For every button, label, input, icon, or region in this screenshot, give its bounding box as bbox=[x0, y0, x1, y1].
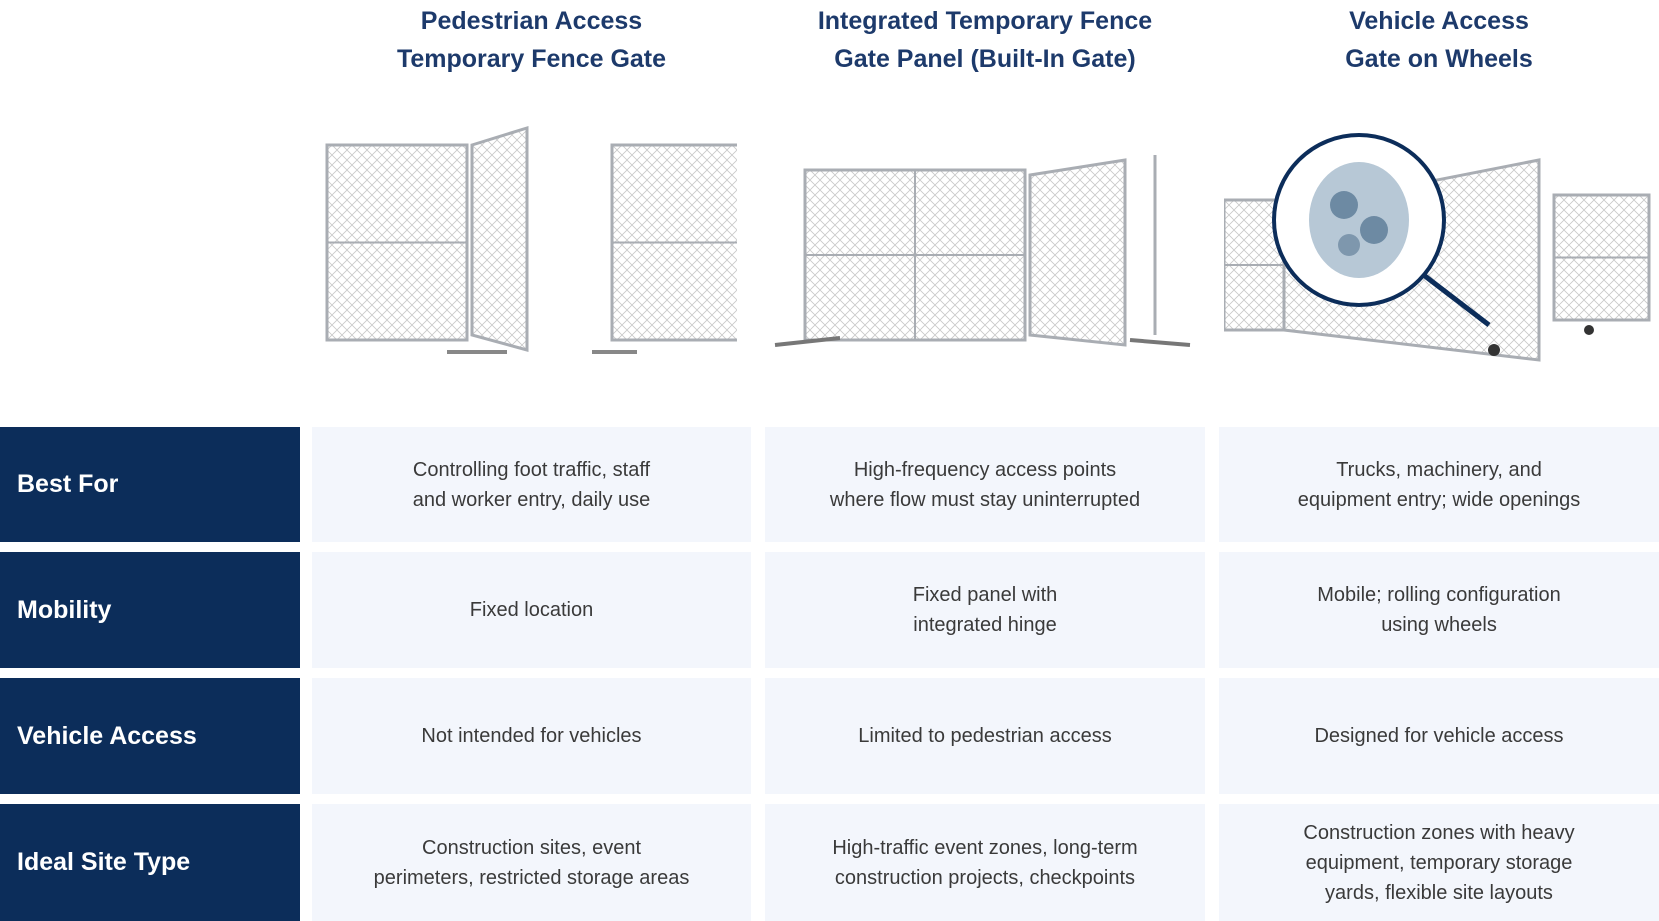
cell-text-line: construction projects, checkpoints bbox=[834, 866, 1136, 889]
cell-text-line: Construction zones with heavy bbox=[1303, 821, 1575, 844]
row-label: Best For bbox=[0, 427, 300, 542]
cell-text-line: Trucks, machinery, and bbox=[1336, 458, 1542, 481]
table-cell: Designed for vehicle access bbox=[1219, 678, 1659, 794]
row-label: Mobility bbox=[0, 552, 300, 668]
row-label: Ideal Site Type bbox=[0, 804, 300, 921]
pedestrian-gate-image bbox=[317, 120, 747, 390]
column-header: Integrated Temporary Fence Gate Panel (B… bbox=[765, 2, 1205, 78]
row-label: Vehicle Access bbox=[0, 678, 300, 794]
column-title-line: Temporary Fence Gate bbox=[396, 45, 667, 73]
integrated-gate-panel-image bbox=[770, 120, 1200, 390]
table-cell: High-frequency access points where flow m… bbox=[765, 427, 1205, 542]
cell-text-line: Fixed panel with bbox=[912, 584, 1058, 606]
cell-text-line: and worker entry, daily use bbox=[412, 488, 651, 511]
table-cell: Construction zones with heavy equipment, … bbox=[1219, 804, 1659, 921]
cell-text-line: perimeters, restricted storage areas bbox=[373, 866, 690, 889]
table-cell: High-traffic event zones, long-term const… bbox=[765, 804, 1205, 921]
cell-text-line: Mobile; rolling configuration bbox=[1317, 584, 1561, 606]
cell-text-line: where flow must stay uninterrupted bbox=[829, 488, 1141, 511]
cell-text-line: equipment, temporary storage bbox=[1305, 851, 1573, 874]
table-cell: Fixed location bbox=[312, 552, 751, 668]
cell-text-line: High-traffic event zones, long-term bbox=[832, 836, 1138, 859]
vehicle-gate-wheels-image bbox=[1222, 120, 1654, 390]
table-cell: Mobile; rolling configuration using wheel… bbox=[1219, 552, 1659, 668]
cell-text-line: Controlling foot traffic, staff bbox=[412, 458, 651, 481]
table-cell: Fixed panel with integrated hinge bbox=[765, 552, 1205, 668]
column-title-line: Gate on Wheels bbox=[1345, 45, 1533, 73]
column-title-line: Pedestrian Access bbox=[420, 7, 643, 35]
cell-text-line: Fixed location bbox=[469, 599, 594, 621]
column-title-line: Integrated Temporary Fence bbox=[817, 7, 1153, 35]
cell-text-line: High-frequency access points bbox=[853, 458, 1117, 481]
table-cell: Construction sites, event perimeters, res… bbox=[312, 804, 751, 921]
table-cell: Not intended for vehicles bbox=[312, 678, 751, 794]
table-cell: Controlling foot traffic, staff and worke… bbox=[312, 427, 751, 542]
cell-text-line: Limited to pedestrian access bbox=[858, 725, 1112, 747]
table-cell: Limited to pedestrian access bbox=[765, 678, 1205, 794]
column-title-line: Vehicle Access bbox=[1349, 7, 1529, 35]
cell-text-line: Not intended for vehicles bbox=[421, 725, 642, 747]
cell-text-line: using wheels bbox=[1381, 614, 1497, 636]
cell-text-line: Construction sites, event bbox=[422, 836, 641, 859]
table-cell: Trucks, machinery, and equipment entry; w… bbox=[1219, 427, 1659, 542]
cell-text-line: equipment entry; wide openings bbox=[1297, 488, 1581, 511]
cell-text-line: integrated hinge bbox=[913, 614, 1057, 636]
column-header: Pedestrian Access Temporary Fence Gate bbox=[312, 2, 751, 78]
column-title-line: Gate Panel (Built-In Gate) bbox=[834, 45, 1136, 73]
cell-text-line: yards, flexible site layouts bbox=[1325, 881, 1553, 904]
cell-text-line: Designed for vehicle access bbox=[1314, 725, 1564, 747]
column-header: Vehicle Access Gate on Wheels bbox=[1219, 2, 1659, 78]
